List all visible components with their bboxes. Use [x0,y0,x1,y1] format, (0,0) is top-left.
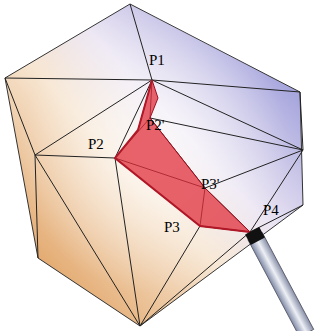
point-label: P2' [146,117,165,133]
point-label: P1 [149,52,165,68]
point-label: P3 [164,219,180,235]
point-label: P3' [201,176,220,192]
point-label: P4 [263,202,279,218]
point-label: P2 [88,136,104,152]
